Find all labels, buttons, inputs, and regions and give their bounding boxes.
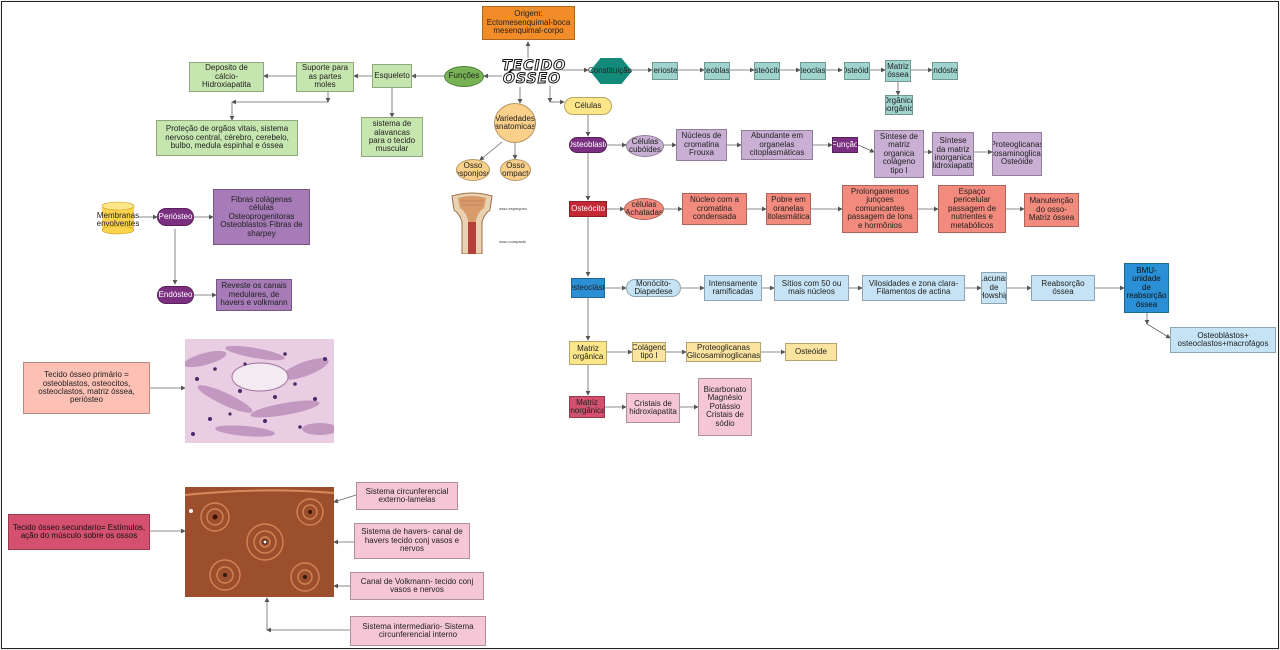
organica-inorganica-node[interactable]: Orgânica Inorgânica: [885, 95, 913, 115]
page-title: TECIDO ÓSSEO: [502, 58, 567, 87]
tecido-primario-node[interactable]: Tecido ósseo primário = osteoblastos, os…: [23, 362, 150, 414]
intermediario-node[interactable]: Sistema intermediario- Sistema circunfer…: [350, 616, 486, 646]
colageno-node[interactable]: Colágeno tipo I: [632, 342, 666, 362]
osso-compacto-node[interactable]: Osso compacto: [500, 159, 531, 181]
osteoclasto-node[interactable]: Osteoclásto: [571, 278, 605, 298]
esqueleto-node[interactable]: Esqueleto: [372, 64, 412, 88]
protecao-node[interactable]: Proteção de orgãos vitais, sistema nervo…: [156, 120, 298, 156]
celulas-achatadas-node[interactable]: células Achatadas: [624, 198, 664, 220]
origem-node[interactable]: Origem: Ectomesenquimal-boca mesenquimal…: [482, 6, 575, 40]
funcoes-node[interactable]: Funções: [444, 66, 484, 87]
havers-node[interactable]: Sistema de havers- canal de havers tecid…: [354, 523, 470, 559]
nucleos-frouxa-node[interactable]: Núcleos de cromatina Frouxa: [676, 129, 727, 161]
membranas-cylinder-icon: [101, 201, 135, 235]
volkmann-node[interactable]: Canal de Volkmann- tecido conj vasos e n…: [350, 572, 484, 600]
osteoide2-node[interactable]: Osteóide: [785, 343, 837, 361]
osteoblasto-node[interactable]: Osteoblasto: [569, 137, 607, 153]
funcao-node[interactable]: Função: [832, 137, 858, 153]
fibras-colagenas-node[interactable]: Fibras colágenas células Osteoprogenitor…: [213, 189, 310, 245]
reveste-canais-node[interactable]: Reveste os canais medulares, de havers e…: [216, 279, 292, 311]
deposito-calcio-node[interactable]: Deposito de cálcio-Hidroxiapatita: [189, 62, 264, 92]
membranas-node[interactable]: Membranas envolventes: [96, 210, 140, 228]
periosteo-node[interactable]: Periosteo: [652, 62, 678, 80]
monocito-diapedese-node[interactable]: Monócito-Diapedese: [626, 279, 681, 297]
osteocito-node[interactable]: Osteócito: [569, 201, 607, 217]
abundante-organelas-node[interactable]: Abundante em organelas citoplasmáticas: [741, 130, 813, 160]
pobre-organelas-node[interactable]: Pobre em oranelas citolasmáticas: [766, 193, 811, 225]
cristais-node[interactable]: Cristais de hidroxiapatita: [626, 393, 680, 423]
bone-label-esponjoso: osso esponjoso: [499, 206, 527, 211]
tecido-secundario-node[interactable]: Tecido ósseo secundario= Estímulos, ação…: [8, 514, 150, 550]
endosteo-node[interactable]: Endósteo: [932, 62, 958, 80]
matriz-ossea-node[interactable]: Matriz óssea: [885, 60, 911, 82]
constituicao-node[interactable]: Constituição: [587, 65, 633, 75]
periosteo2-node[interactable]: Periósteo: [157, 208, 194, 226]
matriz-organica-node[interactable]: Matriz orgânica: [569, 341, 607, 365]
bone-section-image: [451, 192, 493, 254]
variedades-node[interactable]: Variedades anatomicas: [494, 103, 536, 143]
bone-label-compacto: osso compacto: [499, 239, 526, 244]
nucleo-condensada-node[interactable]: Núcleo com a cromatina condensada: [682, 193, 747, 225]
alavancas-node[interactable]: sistema de alavancas para o tecido muscu…: [361, 117, 423, 157]
prolongamentos-node[interactable]: Prolongamentos junçoes comunicantes pass…: [842, 185, 918, 233]
osso-esponjoso-node[interactable]: Osso esponjoso: [456, 159, 490, 181]
bicarbonato-node[interactable]: Bicarbonato Magnésio Potássio Cristais d…: [698, 378, 752, 436]
matriz-inorganica-node[interactable]: Matriz inorgânica: [569, 396, 605, 418]
lacunas-howship-node[interactable]: Lacunas de Howship: [981, 272, 1007, 304]
circ-externo-node[interactable]: Sistema circunferencial externo-lamelas: [356, 482, 458, 510]
vilosidades-node[interactable]: Vilosidades e zona clara- Filamentos de …: [862, 275, 965, 301]
sintese-organica-node[interactable]: Síntese de matriz organica colágeno tipo…: [874, 130, 924, 178]
proteoglicanas-node[interactable]: Proteoglicanas Glicosaminoglicanas: [686, 342, 761, 362]
sintese-inorganica-node[interactable]: Síntese da matriz inorganica Hidroxiapat…: [932, 132, 974, 176]
celulas-cuboides-node[interactable]: Células cubóides: [626, 135, 664, 157]
bmu-node[interactable]: BMU- unidade de reabsorção óssea: [1124, 263, 1169, 313]
reabsorcao-node[interactable]: Reabsorção óssea: [1031, 275, 1095, 301]
sitios-nucleos-node[interactable]: Sítios com 50 ou mais núcleos: [774, 275, 849, 301]
osteoblastos-node[interactable]: Osteoblastos: [704, 62, 730, 80]
primary-tissue-micrograph: [185, 339, 334, 443]
manutencao-node[interactable]: Manutenção do osso- Matriz óssea: [1024, 193, 1079, 227]
osteoide-node[interactable]: Osteóide: [844, 62, 870, 80]
endosteo2-node[interactable]: Endósteo: [157, 286, 194, 304]
espaco-pericelular-node[interactable]: Espaço pericelular passagem de nutriente…: [938, 185, 1006, 233]
osteocitos-node[interactable]: Osteócitos: [754, 62, 780, 80]
celulas-node[interactable]: Células: [564, 97, 612, 115]
ramificadas-node[interactable]: Intensamente ramificadas: [704, 275, 762, 301]
suporte-node[interactable]: Suporte para as partes moles: [296, 62, 354, 92]
osteo-macrofagos-node[interactable]: Osteoblástos+ osteoclastos+macrofágos: [1170, 327, 1276, 353]
proteoglicanas-osteoide-node[interactable]: Proteoglicanas Glicosaminoglicanas Osteó…: [992, 132, 1042, 176]
osteoclastos-node[interactable]: Osteoclastos: [800, 62, 826, 80]
secondary-tissue-micrograph: [185, 487, 334, 597]
